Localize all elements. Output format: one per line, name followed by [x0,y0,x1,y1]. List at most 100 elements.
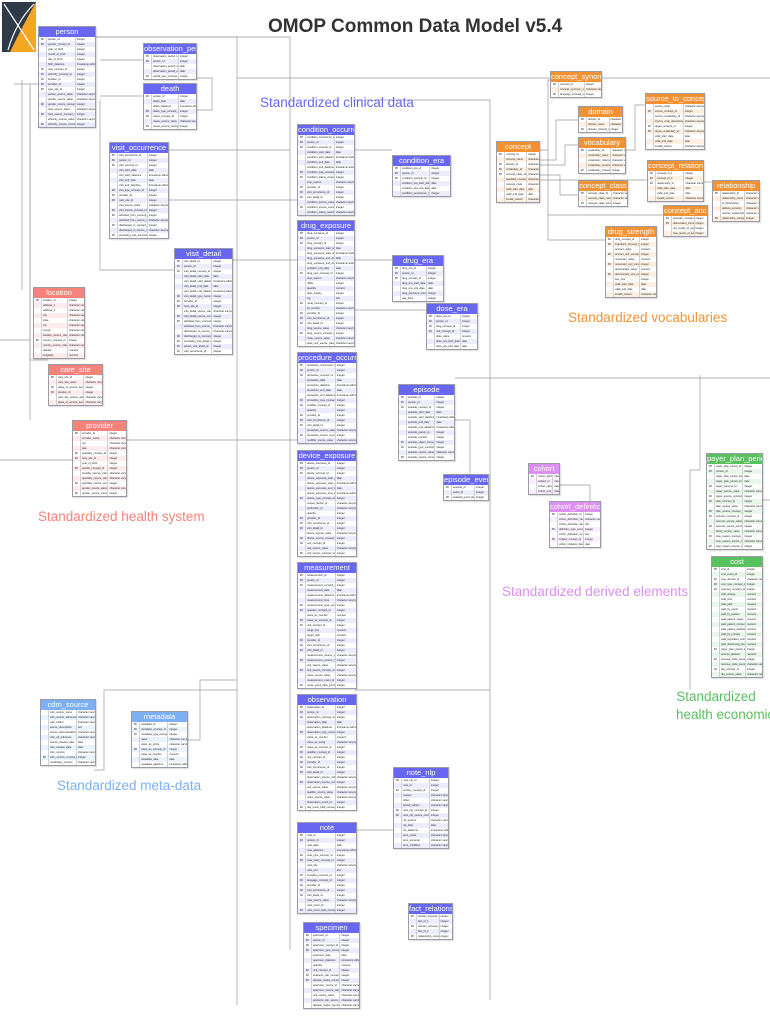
key-empty [550,517,558,522]
column-name: anatomic_site_concept_id [313,973,341,978]
column-type: character varying(50) [747,663,762,666]
column-name: valid_end_date [656,191,685,196]
column-type: timestamp without time zone [76,63,95,66]
column-name: person_id [312,938,341,943]
column-type: date [462,345,468,348]
table-header: device_exposure [298,451,356,461]
key-badge: FK [110,193,118,198]
column-name: domain_concept_id_1 [418,914,440,919]
column-name: drug_concept_id [614,237,640,242]
column-type: character varying(255) [77,731,95,734]
key-empty [39,57,47,62]
column-name: episode_type_concept_id [408,445,436,450]
column-type: timestamp without time zone [179,105,196,108]
column-name: episode_source_value [408,450,436,455]
table-payer-plan-period[interactable]: payer_plan_periodPKpayer_plan_period_idi… [706,453,763,550]
key-badge: FK [298,170,306,175]
table-fact-relationship[interactable]: fact_relationshipFKdomain_concept_id_1in… [408,903,453,940]
column-name: condition_concept_id [401,176,431,181]
table-procedure-occurrence[interactable]: procedure_occurrencePKprocedure_occurren… [297,352,357,444]
column-type: text [336,869,342,872]
column-type: integer [336,706,345,709]
column-name: note_title [306,863,336,868]
column-name: valid_end_date [614,287,640,292]
column-type: character varying(50) [213,330,232,333]
column-name: condition_era_start_date [402,181,431,186]
column-type: integer [336,399,345,402]
table-cohort[interactable]: cohortFKcohort_definition_idintegersubje… [528,463,560,495]
table-observation-period[interactable]: observation_periodPKobservation_period_i… [143,43,197,80]
key-badge: FK [49,385,57,390]
key-empty [298,160,306,165]
key-badge: FK [298,623,306,628]
table-condition-occurrence[interactable]: condition_occurrencePKcondition_occurren… [297,124,355,216]
column-type: integer [335,191,344,194]
column-name: section_concept_id [402,788,430,793]
column-name: source_documentation_reference [50,730,77,735]
table-concept-relationship[interactable]: concept_relationshipFKconcept_id_1intege… [647,160,704,202]
key-empty [707,479,715,484]
key-badge: FK [304,943,312,948]
key-empty [110,178,118,183]
key-badge: FK [298,195,306,200]
column-name: paid_by_patient [720,612,746,617]
column-type: numeric [69,354,79,357]
column-type: integer [336,364,345,367]
table-concept-ancestor[interactable]: concept_ancestorFKancestor_concept_idint… [663,205,708,237]
column-type: date [744,480,750,483]
key-empty [41,725,49,730]
column-type: character varying(50) [76,98,95,101]
column-name: disease_status_source_value [313,1003,341,1008]
column-type: integer [462,330,470,333]
column-type: character varying(50) [341,989,359,992]
column-name: provider_source_value [82,471,109,476]
table-concept-synonym[interactable]: concept_synonymFKconcept_idintegerconcep… [550,71,602,98]
table-source-to-concept-map[interactable]: source_to_concept_mapsource_codecharacte… [645,93,705,150]
column-name: specimen_id [312,933,341,938]
column-type: integer [179,60,188,63]
